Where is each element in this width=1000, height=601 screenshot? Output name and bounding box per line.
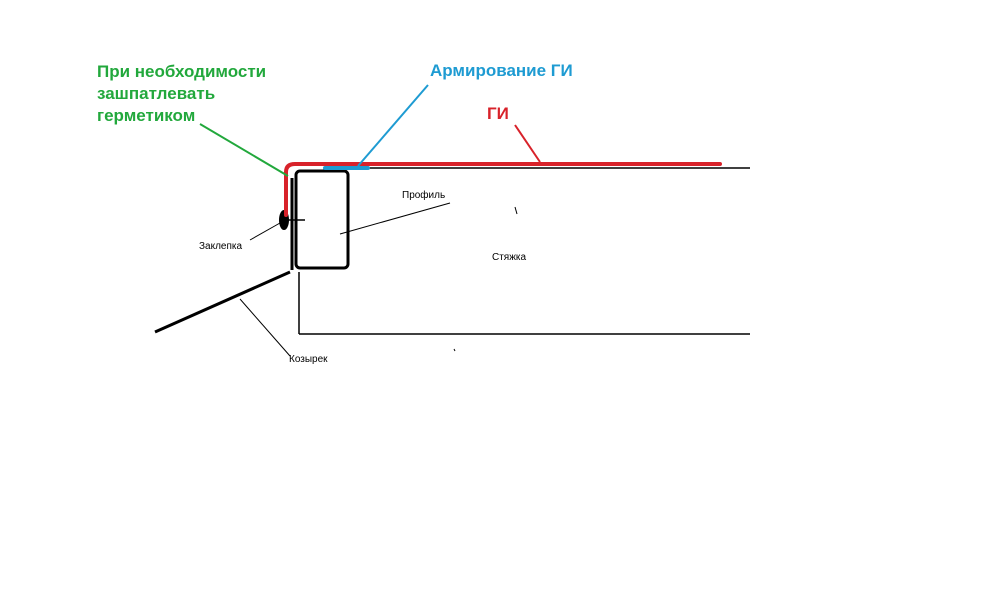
screed-label: Стяжка (492, 252, 527, 263)
reinforcement-leader (357, 84, 429, 167)
visor-label: Козырек (289, 354, 328, 365)
visor-leader (239, 298, 291, 357)
gi-label: ГИ (487, 104, 509, 123)
stray-mark-2 (453, 348, 456, 352)
stray-mark-1 (514, 206, 518, 215)
profile-leader (339, 202, 451, 235)
sealant-label: При необходимости зашпатлевать герметико… (97, 62, 271, 125)
rivet-leader (249, 222, 281, 241)
gi-leader (514, 124, 541, 163)
reinforcement-label: Армирование ГИ (430, 61, 573, 80)
rivet-label: Заклепка (199, 241, 242, 252)
profile-label: Профиль (402, 189, 445, 201)
sealant-label-line-1: При необходимости (97, 62, 266, 81)
sealant-leader (199, 123, 289, 177)
gi-membrane-line (284, 162, 722, 217)
screed-outline (298, 167, 750, 335)
sealant-label-line-3: герметиком (97, 106, 195, 125)
visor (154, 178, 294, 334)
sealant-label-line-2: зашпатлевать (97, 84, 215, 103)
visor-slope (154, 270, 291, 334)
